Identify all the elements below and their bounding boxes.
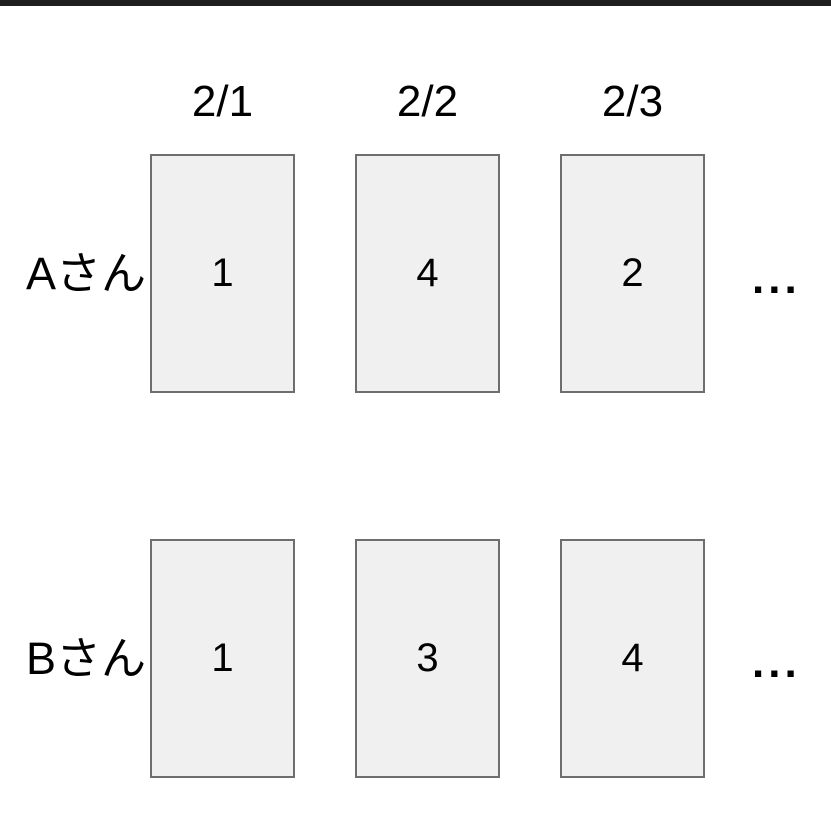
card-b-1: 1 [150,539,295,778]
card-a-2: 4 [355,154,500,393]
row-label-a: Aさん [26,248,147,299]
row-label-b: Bさん [26,633,147,684]
card-a-1: 1 [150,154,295,393]
top-black-bar [0,0,831,6]
card-b-3: 4 [560,539,705,778]
row-b-ellipsis: ... [752,638,801,687]
row-a-ellipsis: ... [752,254,801,303]
column-header-date-1: 2/1 [191,77,254,126]
card-a-3: 2 [560,154,705,393]
column-header-date-2: 2/2 [396,77,459,126]
column-header-date-3: 2/3 [601,77,664,126]
card-b-2: 3 [355,539,500,778]
